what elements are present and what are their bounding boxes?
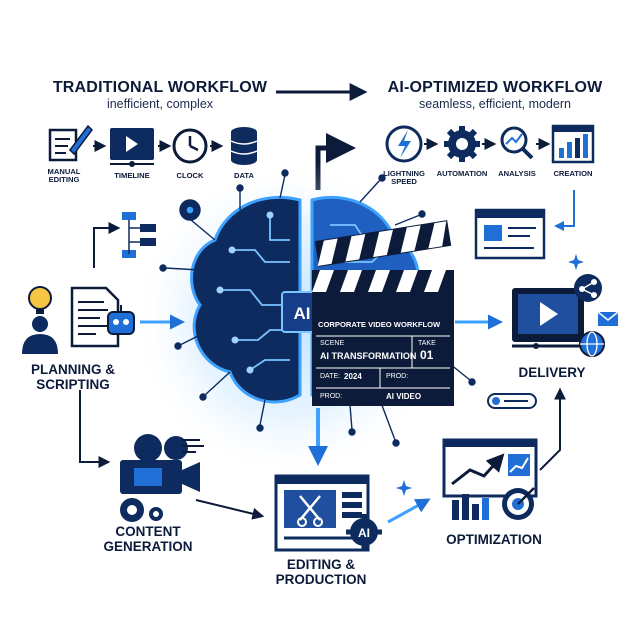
traditional-workflow-subtitle: inefficient, complex: [106, 97, 214, 111]
clapper-prod-value: AI VIDEO: [386, 392, 422, 401]
timeline-icon: [110, 128, 154, 167]
clapper-scene-value: AI TRANSFORMATION: [320, 351, 417, 361]
flowchart-icon: [122, 212, 156, 258]
ai-workflow-subtitle: seamless, efficient, modern: [419, 97, 571, 111]
clapper-prod-label-2: PROD:: [320, 393, 343, 400]
step-label-creation: CREATION: [553, 169, 593, 178]
person-lightbulb-icon: [22, 286, 58, 354]
robot-icon: [107, 305, 135, 335]
sparkle-icon: [396, 254, 584, 496]
clapperboard-icon: [312, 220, 454, 406]
step-label-clock: CLOCK: [176, 171, 204, 180]
mail-icon: [597, 311, 619, 326]
stage-planning-scripting: PLANNING & SCRIPTING: [31, 362, 115, 392]
ai-gear-icon: AI: [346, 514, 382, 550]
step-label-automation: AUTOMATION: [436, 169, 488, 178]
gear-icon: [444, 126, 480, 162]
clapper-take-value: 01: [420, 348, 434, 362]
step-label-lightning-speed: LIGHTNING SPEED: [383, 169, 425, 187]
step-label-manual-editing: MANUAL EDITING: [47, 167, 81, 185]
stage-delivery: DELIVERY: [518, 365, 586, 380]
analytics-dashboard-icon: [442, 438, 538, 520]
lightning-icon: [385, 125, 423, 163]
gear-icon: [120, 498, 163, 522]
traditional-workflow-title: TRADITIONAL WORKFLOW: [52, 79, 268, 96]
document-pencil-icon: [48, 124, 93, 162]
clapper-take-label: TAKE: [418, 340, 436, 347]
ai-workflow-title: AI-OPTIMIZED WORKFLOW: [387, 79, 603, 96]
step-label-analysis: ANALYSIS: [498, 169, 536, 178]
stage-content-generation: CONTENT GENERATION: [103, 524, 193, 554]
clapper-scene-label: SCENE: [320, 340, 345, 347]
database-icon: [230, 127, 258, 165]
clapper-date-value: 2024: [344, 372, 362, 381]
clock-icon: [172, 128, 208, 164]
video-camera-icon: [120, 434, 204, 494]
target-icon: [502, 487, 535, 520]
toggle-pill-icon: [487, 393, 537, 409]
stage-optimization: OPTIMIZATION: [446, 532, 542, 547]
bar-chart-icon: [551, 124, 595, 164]
share-icon: [574, 274, 602, 302]
clapper-title: CORPORATE VIDEO WORKFLOW: [318, 320, 441, 329]
stage-editing-production: EDITING & PRODUCTION: [275, 557, 367, 587]
globe-icon: [579, 331, 605, 357]
editing-ai-badge: AI: [358, 526, 370, 540]
step-label-data: DATA: [234, 171, 254, 180]
magnifier-chart-icon: [500, 126, 534, 160]
step-label-timeline: TIMELINE: [114, 171, 150, 180]
delivery-screen-icon: [512, 288, 584, 349]
ai-chip-label: AI: [294, 304, 311, 323]
web-page-icon: [474, 208, 546, 260]
clapper-date-label: DATE:: [320, 373, 341, 380]
clapper-prod-label: PROD:: [386, 373, 409, 380]
